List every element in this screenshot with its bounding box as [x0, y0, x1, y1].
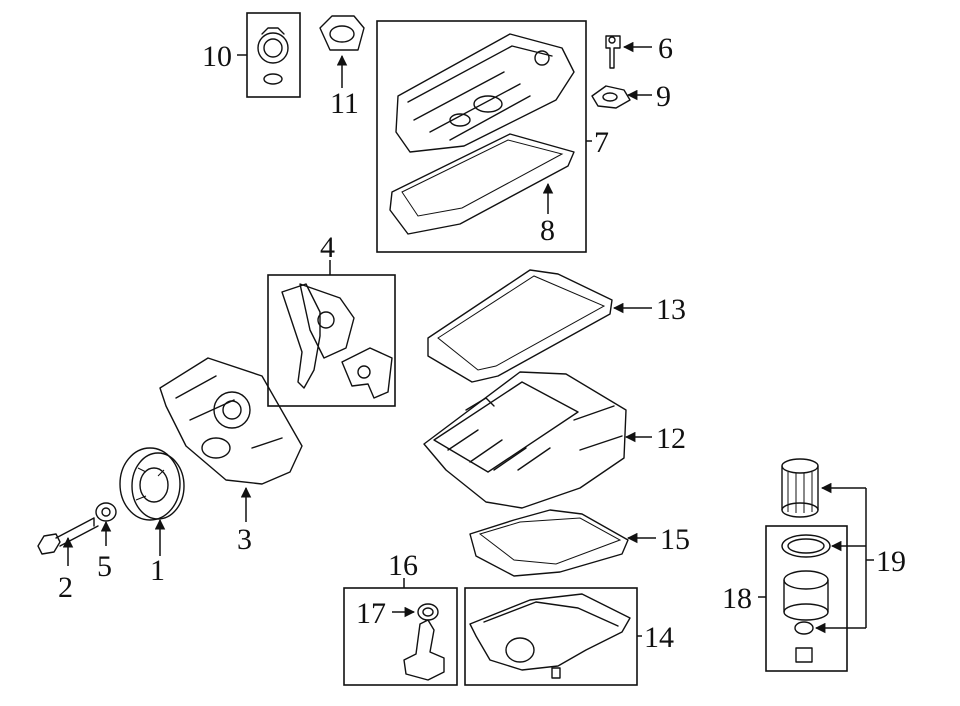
washer-part [95, 502, 117, 522]
group-box-16 [343, 587, 458, 686]
cap-cover-part [319, 15, 365, 51]
callout-5: 5 [97, 550, 112, 583]
sensor-seal-part [591, 85, 631, 109]
callout-18: 18 [722, 582, 752, 615]
lower-pan-gasket-part [469, 509, 629, 577]
callout-17: 17 [356, 597, 386, 630]
upper-oil-pan-part [423, 371, 627, 509]
oil-level-sensor-part [403, 603, 445, 681]
group-box-7 [376, 20, 587, 253]
valve-cover-part [395, 33, 575, 153]
callout-11: 11 [330, 87, 359, 120]
callout-3: 3 [237, 523, 252, 556]
callout-labels: 10 11 6 9 7 8 4 13 12 3 1 5 2 15 16 17 1… [58, 32, 906, 654]
group-box-14 [464, 587, 638, 686]
callout-12: 12 [656, 422, 686, 455]
group-box-4 [267, 274, 396, 407]
callout-10: 10 [202, 40, 232, 73]
callout-6: 6 [658, 32, 673, 65]
camshaft-sensor-part [605, 35, 621, 69]
leader-lines [62, 41, 874, 637]
callout-9: 9 [656, 80, 671, 113]
callout-16: 16 [388, 549, 418, 582]
callout-2: 2 [58, 571, 73, 604]
group-box-18 [765, 525, 848, 672]
callout-8: 8 [540, 214, 555, 247]
callout-13: 13 [656, 293, 686, 326]
callout-15: 15 [660, 523, 690, 556]
callout-19: 19 [876, 545, 906, 578]
lower-oil-pan-part [469, 593, 631, 679]
callout-1: 1 [150, 554, 165, 587]
oil-filter-part [781, 458, 831, 558]
oil-pan-gasket-part [427, 269, 613, 383]
oil-filter-housing-part [783, 570, 829, 663]
oil-filler-cap-part [257, 27, 289, 85]
valve-cover-gasket-part [389, 133, 575, 235]
timing-cover-part [159, 357, 303, 485]
callout-7: 7 [594, 126, 609, 159]
timing-cover-gaskets-part [281, 283, 393, 399]
crankshaft-pulley-part [119, 447, 185, 521]
callout-14: 14 [644, 621, 674, 654]
callout-4: 4 [320, 231, 335, 264]
